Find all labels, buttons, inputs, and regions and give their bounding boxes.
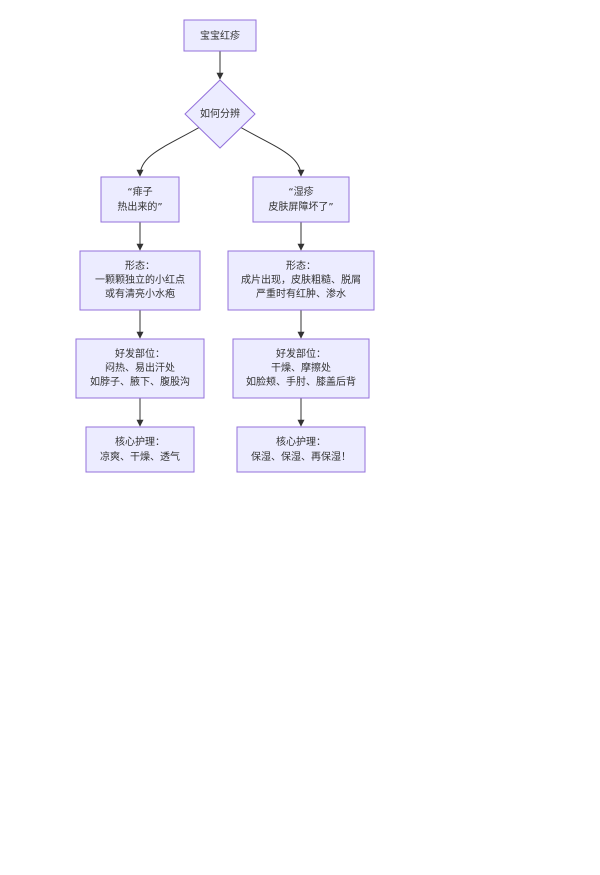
node-decision-line-1: 如何分辨 (200, 107, 240, 120)
node-eczema-site-line-3: 如脸颊、手肘、膝盖后背 (246, 375, 356, 388)
node-eczema-care-line-1: 核心护理： (276, 435, 326, 448)
node-eczema-care-line-2: 保湿、保湿、再保湿！ (251, 450, 351, 463)
node-heat-rash: “痱子 热出来的” (100, 176, 180, 223)
node-heat-rash-form-line-3: 或有清亮小水疱 (105, 287, 175, 300)
node-eczema-line-2: 皮肤屏障坏了” (268, 200, 333, 213)
node-root: 宝宝红疹 (183, 19, 257, 52)
node-eczema: “湿疹 皮肤屏障坏了” (252, 176, 350, 223)
node-heat-rash-care: 核心护理： 凉爽、干燥、透气 (85, 426, 195, 473)
node-heat-rash-site-line-1: 好发部位： (115, 347, 165, 360)
node-eczema-form-line-2: 成片出现，皮肤粗糙、脱屑 (241, 273, 361, 286)
node-root-line-1: 宝宝红疹 (200, 29, 240, 42)
node-eczema-form-line-3: 严重时有红肿、渗水 (256, 287, 346, 300)
node-heat-rash-care-line-1: 核心护理： (115, 435, 165, 448)
node-decision: 如何分辨 (184, 79, 256, 149)
edge-decision-to-heat-rash (136, 126, 201, 177)
node-heat-rash-form-line-2: 一颗颗独立的小红点 (95, 273, 185, 286)
node-eczema-form: 形态： 成片出现，皮肤粗糙、脱屑 严重时有红肿、渗水 (227, 250, 375, 311)
node-eczema-site-line-1: 好发部位： (276, 347, 326, 360)
node-eczema-site-line-2: 干燥、摩擦处 (271, 361, 331, 374)
edge-decision-to-eczema (239, 126, 305, 177)
node-heat-rash-site-line-3: 如脖子、腋下、腹股沟 (90, 375, 190, 388)
edges (136, 51, 305, 427)
node-heat-rash-form-line-1: 形态： (125, 259, 155, 272)
node-heat-rash-form: 形态： 一颗颗独立的小红点 或有清亮小水疱 (79, 250, 201, 311)
node-heat-rash-site-line-2: 闷热、易出汗处 (105, 361, 175, 374)
node-heat-rash-line-2: 热出来的” (117, 200, 162, 213)
node-eczema-form-line-1: 形态： (286, 259, 316, 272)
node-heat-rash-care-line-2: 凉爽、干燥、透气 (100, 450, 180, 463)
node-eczema-site: 好发部位： 干燥、摩擦处 如脸颊、手肘、膝盖后背 (232, 338, 370, 399)
node-heat-rash-line-1: “痱子 (127, 185, 152, 198)
node-heat-rash-site: 好发部位： 闷热、易出汗处 如脖子、腋下、腹股沟 (75, 338, 205, 399)
node-eczema-care: 核心护理： 保湿、保湿、再保湿！ (236, 426, 366, 473)
node-eczema-line-1: “湿疹 (288, 185, 313, 198)
